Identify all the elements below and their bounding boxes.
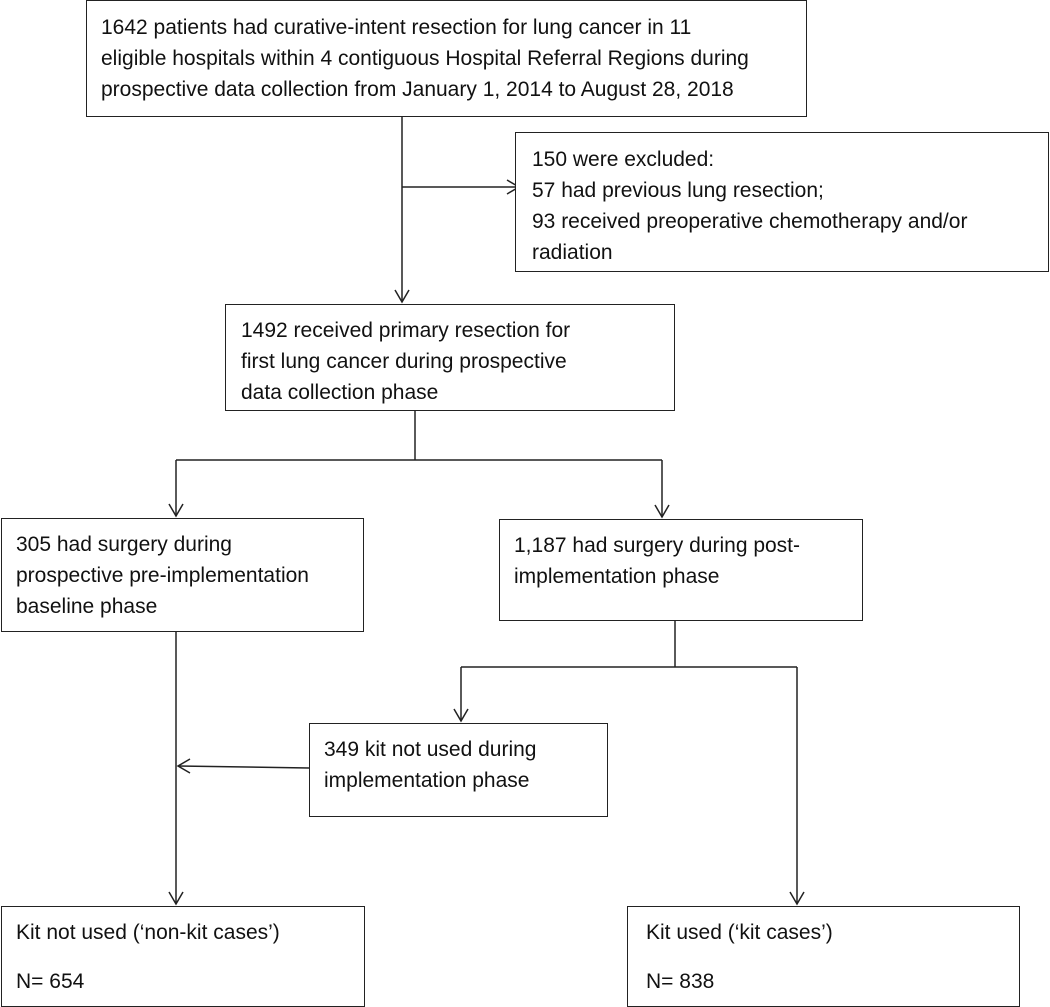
box-line: 93 received preoperative chemotherapy an…	[532, 210, 968, 233]
box-title: Kit not used (‘non-kit cases’)	[16, 921, 280, 944]
box-count: N= 654	[16, 970, 85, 993]
box-line: prospective pre-implementation	[16, 564, 309, 587]
arrowhead-merge	[176, 758, 191, 774]
box-baseline-phase: 305 had surgery during prospective pre-i…	[1, 518, 364, 632]
box-source-cohort: 1642 patients had curative-intent resect…	[86, 0, 807, 117]
box-line: eligible hospitals within 4 contiguous H…	[101, 47, 749, 70]
box-line: data collection phase	[241, 381, 439, 404]
box-line: implementation phase	[324, 769, 530, 792]
box-line: 1642 patients had curative-intent resect…	[101, 16, 692, 39]
box-excluded: 150 were excluded: 57 had previous lung …	[515, 132, 1049, 272]
box-line: 305 had surgery during	[16, 533, 232, 556]
box-line: prospective data collection from January…	[101, 78, 734, 101]
box-line: 57 had previous lung resection;	[532, 179, 824, 202]
arrowhead-primary	[394, 289, 410, 304]
box-non-kit-cases: Kit not used (‘non-kit cases’) N= 654	[1, 906, 365, 1007]
box-count: N= 838	[646, 970, 715, 993]
spacer	[646, 948, 1019, 966]
box-post-implementation: 1,187 had surgery during post- implement…	[499, 519, 863, 621]
box-line: implementation phase	[514, 565, 720, 588]
box-line: baseline phase	[16, 595, 158, 618]
arrowhead-baseline	[168, 503, 184, 518]
box-primary-resection: 1492 received primary resection for firs…	[225, 304, 675, 411]
box-line: radiation	[532, 241, 613, 264]
arrowhead-nonkit	[168, 891, 184, 906]
box-line: first lung cancer during prospective	[241, 350, 567, 373]
box-line: 349 kit not used during	[324, 738, 537, 761]
box-line: 150 were excluded:	[532, 148, 715, 171]
arrowhead-kit	[789, 891, 805, 906]
box-kit-cases: Kit used (‘kit cases’) N= 838	[627, 906, 1020, 1007]
connector-kitnotused-to-left	[177, 765, 310, 769]
arrowhead-kitnotused	[453, 708, 469, 723]
box-title: Kit used (‘kit cases’)	[646, 921, 833, 944]
box-line: 1492 received primary resection for	[241, 319, 571, 342]
box-kit-not-used-implementation: 349 kit not used during implementation p…	[309, 723, 608, 817]
spacer	[16, 948, 364, 966]
box-line: 1,187 had surgery during post-	[514, 534, 801, 557]
arrowhead-post	[654, 504, 670, 519]
